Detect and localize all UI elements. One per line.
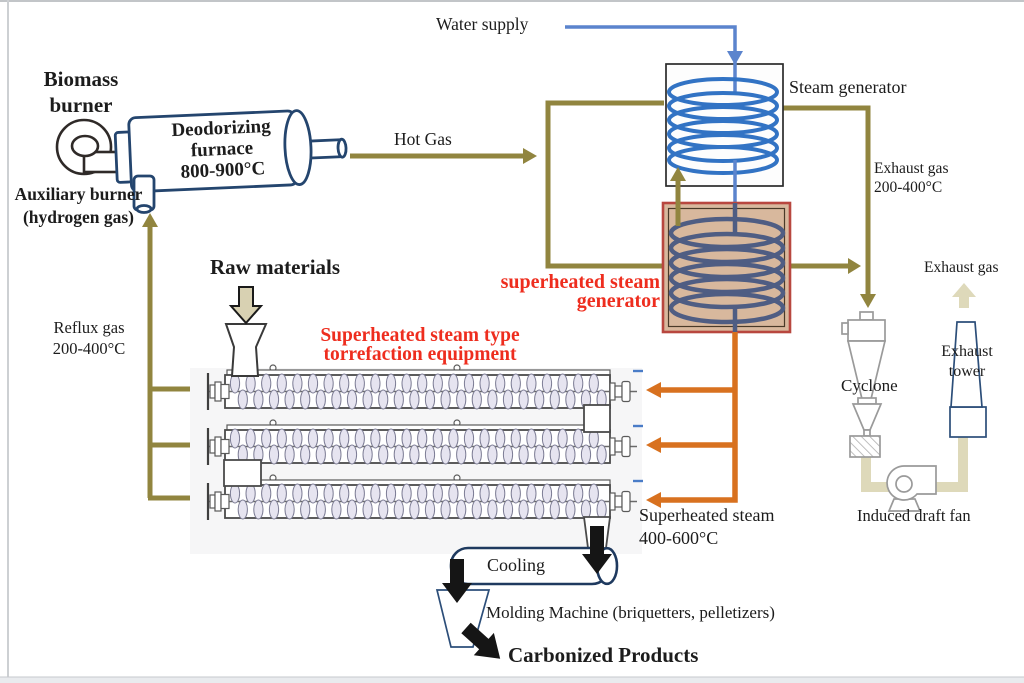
water-supply-label: Water supply	[436, 14, 529, 34]
raw-materials-hopper-icon	[224, 323, 268, 377]
raw-materials-label: Raw materials	[210, 255, 341, 279]
torrefaction-equipment-label: Superheated steam type torrefaction equi…	[320, 325, 520, 365]
to-cooling-arrow	[582, 526, 612, 574]
superheated-generator-label: superheated steam generator	[500, 271, 660, 312]
induced-draft-fan-icon	[886, 465, 937, 512]
superheated-steam-generator-box	[661, 201, 792, 334]
screw-transfer-duct-right	[583, 404, 611, 433]
exhaust-tower-icon	[949, 321, 987, 438]
reflux-gas-piping	[142, 213, 190, 501]
to-products-arrow	[461, 622, 501, 659]
auxiliary-burner-nozzle-icon	[132, 174, 156, 214]
steam-generator-label: Steam generator	[789, 77, 907, 97]
steam-generator-coil-icon	[667, 77, 779, 175]
molding-machine-label: Molding Machine (briquetters, pelletizer…	[486, 603, 775, 622]
deodorizing-furnace-label: Deodorizing furnace 800-900°C	[171, 115, 272, 183]
exhaust-gas-up-arrow	[952, 283, 976, 308]
exhaust-gas-tower-label: Exhaust gas	[924, 259, 999, 276]
hot-gas-label: Hot Gas	[394, 129, 452, 149]
to-molding-arrow	[442, 559, 472, 603]
reflux-gas-label: Reflux gas 200-400°C	[52, 318, 126, 359]
superheated-steam-label: Superheated steam 400-600°C	[639, 505, 775, 549]
water-supply-pipe	[565, 25, 743, 65]
deodorizing-furnace-icon	[113, 109, 348, 193]
superheated-steam-generator-coil-icon	[668, 216, 786, 325]
steam-generator-box	[665, 62, 784, 202]
hot-gas-up-arrow	[670, 167, 686, 226]
carbonized-products-label: Carbonized Products	[508, 643, 699, 667]
hot-gas-piping	[350, 100, 876, 308]
screw-transfer-duct-left	[223, 459, 262, 487]
auxiliary-burner-label: Auxiliary burner (hydrogen gas)	[14, 184, 143, 227]
cyclone-icon	[841, 311, 887, 458]
induced-draft-fan-label: Induced draft fan	[857, 506, 971, 525]
superheated-steam-piping	[646, 332, 738, 508]
biomass-burner-label: Biomass burner	[43, 67, 119, 118]
cyclone-label: Cyclone	[841, 376, 898, 395]
exhaust-gas-steam-label: Exhaust gas 200-400°C	[874, 160, 949, 196]
raw-materials-down-arrow	[228, 286, 264, 325]
exhaust-tower-label: Exhaust tower	[941, 343, 993, 380]
cooling-label: Cooling	[487, 555, 546, 575]
